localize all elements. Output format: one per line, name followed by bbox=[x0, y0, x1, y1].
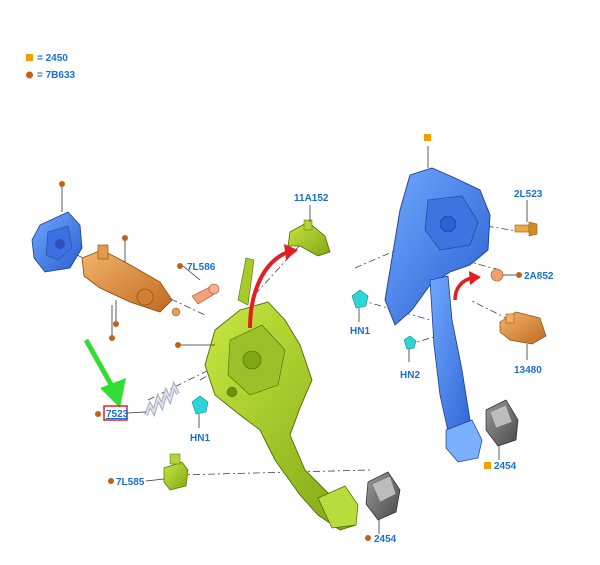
callout-2454-left: 2454 bbox=[374, 534, 397, 545]
brake-pedal-assembly bbox=[384, 167, 491, 463]
marker-dot bbox=[113, 321, 119, 327]
bumper-part-7l585 bbox=[163, 453, 189, 491]
callout-hn2: HN2 bbox=[400, 370, 420, 381]
callout-7l585: 7L585 bbox=[116, 477, 145, 488]
callout-13480: 13480 bbox=[514, 365, 542, 376]
callout-7l586: 7L586 bbox=[187, 262, 216, 273]
marker-square bbox=[424, 134, 431, 141]
clutch-master-cylinder-part bbox=[81, 244, 181, 317]
return-spring-part-7523 bbox=[144, 380, 180, 418]
callout-2a852: 2A852 bbox=[524, 271, 554, 282]
callout-hn1-left: HN1 bbox=[190, 433, 210, 444]
callout-11a152: 11A152 bbox=[294, 193, 329, 204]
legend-label-7b633: = 7B633 bbox=[37, 70, 76, 81]
clip-part-hn1-right bbox=[351, 289, 369, 309]
marker-dot bbox=[59, 181, 65, 187]
marker-dot bbox=[95, 411, 101, 417]
switch-part-11a152 bbox=[287, 219, 331, 257]
bolt-part-2l523 bbox=[514, 221, 538, 237]
legend-square-marker bbox=[26, 54, 33, 61]
legend-label-2450: = 2450 bbox=[37, 53, 68, 64]
marker-dot bbox=[108, 478, 114, 484]
legend: = 2450 = 7B633 bbox=[26, 53, 76, 81]
green-pointer-arrow bbox=[83, 338, 126, 408]
callout-hn1-right: HN1 bbox=[350, 326, 370, 337]
pedal-pad-part-right bbox=[485, 399, 519, 447]
marker-square bbox=[484, 462, 491, 469]
marker-dot bbox=[177, 263, 183, 269]
marker-dot bbox=[109, 335, 115, 341]
legend-circle-marker bbox=[26, 71, 33, 79]
clip-part-hn2 bbox=[403, 335, 417, 350]
red-arrow-right-head bbox=[469, 271, 481, 285]
nut-part-2a852 bbox=[490, 268, 504, 282]
callout-2454-right: 2454 bbox=[494, 461, 517, 472]
marker-dot bbox=[122, 235, 128, 241]
marker-dot bbox=[365, 535, 371, 541]
clutch-flange-part bbox=[31, 211, 83, 273]
brake-switch-part-13480 bbox=[499, 311, 547, 345]
marker-dot bbox=[516, 272, 522, 278]
clip-part-hn1-left bbox=[191, 395, 209, 415]
callout-7523[interactable]: 7523 bbox=[106, 409, 129, 420]
marker-dot bbox=[175, 342, 181, 348]
red-arrow-left bbox=[248, 250, 289, 329]
pedal-pad-part-left bbox=[365, 471, 401, 521]
pin-part-7l586 bbox=[191, 283, 220, 305]
callout-2l523: 2L523 bbox=[514, 189, 543, 200]
red-arrow-right bbox=[453, 276, 473, 301]
red-arrow-left-head bbox=[284, 244, 298, 260]
clutch-pedal-assembly bbox=[204, 257, 359, 531]
